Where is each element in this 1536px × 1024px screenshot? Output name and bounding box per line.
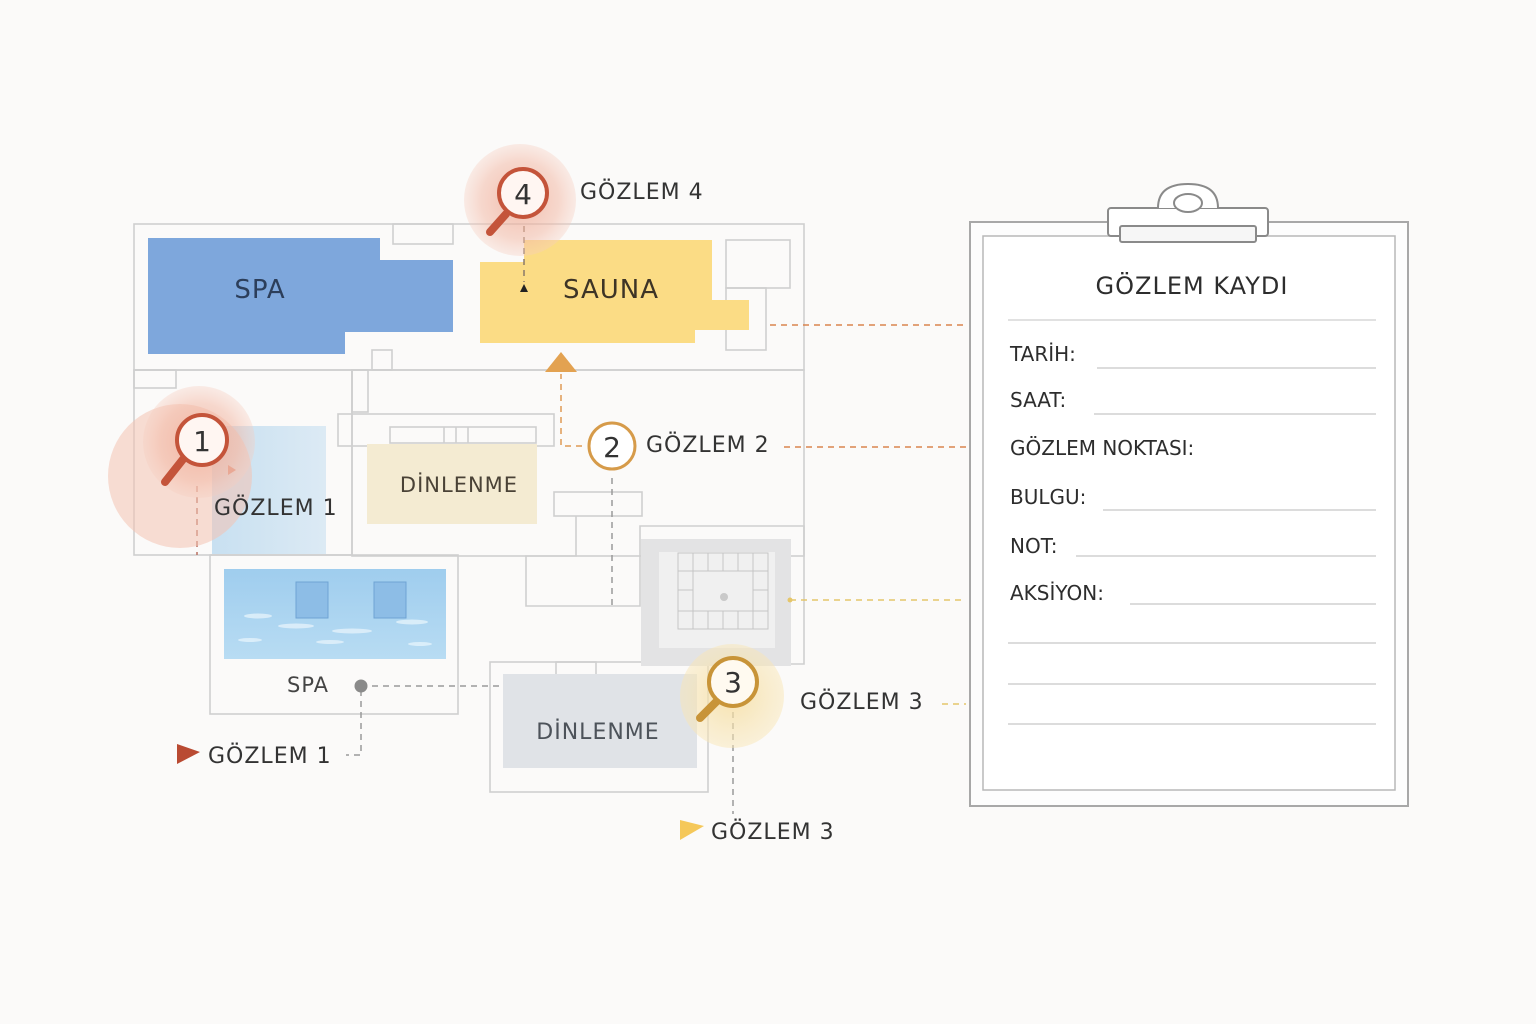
room-spa-top: SPA (148, 238, 453, 354)
tile-grid (677, 552, 769, 630)
clipboard: GÖZLEM KAYDI TARİH: SAAT: GÖZLEM NOKTASI… (969, 182, 1409, 807)
clipboard-clip-icon (1107, 182, 1269, 243)
room-dinlenme-bottom: DİNLENME (503, 674, 697, 768)
form-fields: TARİH: SAAT: GÖZLEM NOKTASI: BULGU: NOT:… (1008, 342, 1376, 725)
flag-icon (177, 744, 200, 764)
room-label-dinlenme-bottom: DİNLENME (536, 719, 659, 745)
room-label-spa-pool: SPA (287, 673, 329, 697)
clipboard-title: GÖZLEM KAYDI (1096, 271, 1289, 300)
magnifier-icon (161, 413, 229, 486)
marker-ring (587, 421, 637, 471)
field-label-tarih: TARİH: (1009, 342, 1076, 366)
field-label-bulgu: BULGU: (1010, 485, 1086, 509)
magnifier-icon (486, 167, 549, 236)
field-label-not: NOT: (1010, 534, 1057, 558)
field-label-saat: SAAT: (1010, 388, 1066, 412)
flag-gozlem-3[interactable]: GÖZLEM 3 (680, 819, 835, 845)
marker-number: 3 (724, 666, 742, 699)
flag-gozlem-1[interactable]: GÖZLEM 1 (177, 743, 332, 769)
spa-pin-icon (354, 679, 368, 693)
clipboard-paper (982, 235, 1396, 791)
marker-number: 1 (193, 425, 211, 458)
sauna-arrow-tip-icon (520, 284, 528, 292)
observation-marker-1[interactable]: 1 GÖZLEM 1 (108, 386, 338, 548)
arrow-up-icon (545, 352, 577, 372)
field-label-aksiyon: AKSİYON: (1010, 581, 1104, 605)
room-spa-pool: SPA (224, 569, 446, 697)
field-label-gozlem-noktasi: GÖZLEM NOKTASI: (1010, 436, 1194, 460)
flag-icon (680, 820, 704, 840)
room-steam-grid (641, 539, 791, 666)
pool-ripples (238, 613, 432, 646)
room-label-sauna: SAUNA (563, 275, 659, 305)
marker-label: GÖZLEM 3 (800, 689, 924, 715)
pool-ladder-icon (295, 581, 407, 619)
marker-number: 4 (514, 178, 532, 211)
flag-label: GÖZLEM 1 (208, 743, 332, 769)
grid-pin-icon (787, 597, 793, 603)
room-label-spa-top: SPA (234, 275, 285, 305)
observation-marker-2[interactable]: 2 GÖZLEM 2 (587, 421, 770, 471)
room-sauna: SAUNA (480, 240, 749, 343)
marker-label: GÖZLEM 2 (646, 432, 770, 458)
observation-marker-3[interactable]: 3 GÖZLEM 3 (680, 644, 924, 748)
marker-number: 2 (603, 431, 621, 464)
room-dinlenme-mid: DİNLENME (367, 444, 537, 524)
drain-icon (720, 593, 728, 601)
flag-label: GÖZLEM 3 (711, 819, 835, 845)
marker-label: GÖZLEM 4 (580, 179, 704, 205)
magnifier-icon (696, 656, 759, 722)
observation-marker-4[interactable]: 4 GÖZLEM 4 (464, 144, 704, 256)
marker-label: GÖZLEM 1 (214, 495, 338, 521)
room-label-dinlenme-mid: DİNLENME (400, 472, 518, 497)
